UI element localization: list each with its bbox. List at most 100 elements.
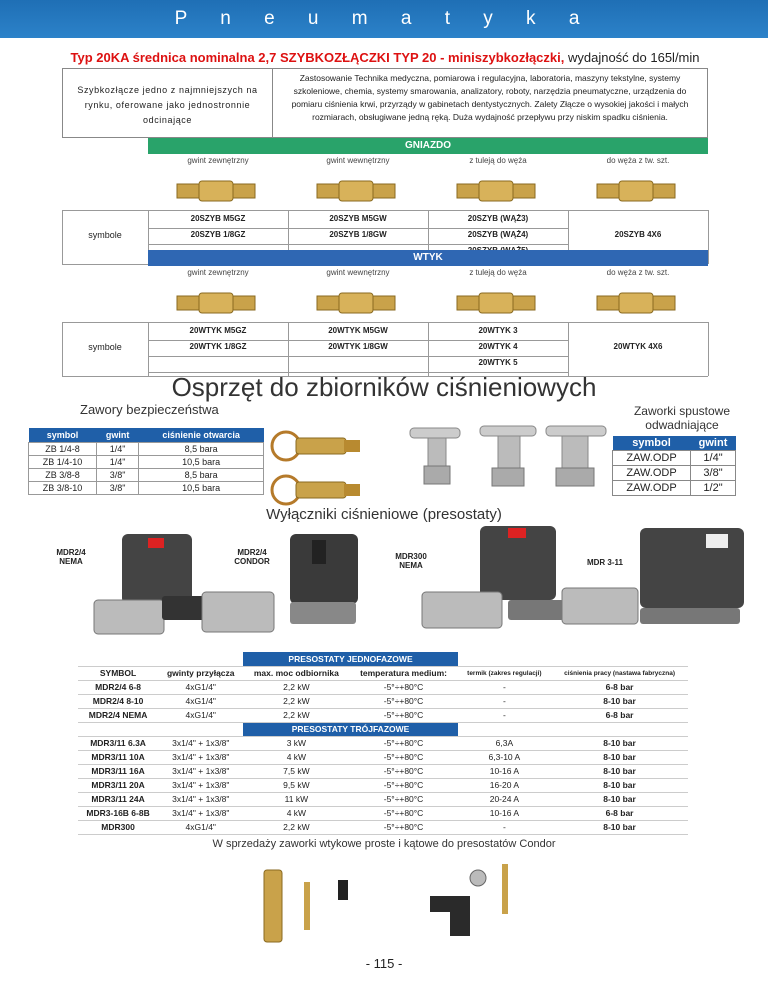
row-divider <box>62 376 708 377</box>
presostaty-title: Wyłączniki ciśnieniowe (presostaty) <box>266 506 502 523</box>
table-cell: 4xG1/4" <box>158 820 244 835</box>
table-cell: -5°÷+80°C <box>349 764 458 779</box>
safety-valve-icon <box>270 430 360 506</box>
col-divider <box>288 322 289 376</box>
col-divider <box>62 322 63 376</box>
col-divider <box>288 210 289 264</box>
column-header: ciśnienie otwarcia <box>138 428 264 443</box>
pressure-switch-icon <box>201 534 358 633</box>
table-cell: 8-10 bar <box>551 694 688 709</box>
symbol-cell: 20WTYK 1/8GW <box>328 342 388 351</box>
table-cell: -5°÷+80°C <box>349 778 458 793</box>
table-cell: -5°÷+80°C <box>349 736 458 751</box>
brass-fitting-icon <box>176 180 256 202</box>
table-cell: 4xG1/4" <box>158 694 244 709</box>
table-cell: -5°÷+80°C <box>349 694 458 709</box>
col-divider <box>708 322 709 376</box>
label-mdr24-nema: MDR2/4 NEMA <box>56 548 86 566</box>
table-cell: - <box>457 708 552 723</box>
zaworki-title-line1: Zaworki spustowe <box>633 404 731 418</box>
table-cell: 3/8" <box>96 468 140 482</box>
pressure-switch-icon <box>561 528 744 625</box>
column-header: gwinty przyłącza <box>158 666 244 681</box>
column-header: gwint wewnętrzny <box>326 268 390 277</box>
table-cell: 9,5 kW <box>243 778 350 793</box>
label-mdr24-condor: MDR2/4 CONDOR <box>234 548 270 566</box>
symbol-cell: 20WTYK 4 <box>478 342 518 351</box>
table-cell: -5°÷+80°C <box>349 792 458 807</box>
zaworki-title: Zaworki spustowe odwadniające <box>620 404 744 432</box>
pressure-switch-icon <box>421 526 564 629</box>
spacer-cell <box>158 722 244 737</box>
spacer-cell <box>551 652 688 667</box>
table-cell: ZAW.ODP <box>611 480 692 496</box>
table-cell: -5°÷+80°C <box>349 806 458 821</box>
column-header: symbol <box>28 428 97 443</box>
table-cell: -5°÷+80°C <box>349 708 458 723</box>
table-cell: ZB 3/8-10 <box>27 481 98 495</box>
table-cell: 6-8 bar <box>551 680 688 695</box>
section-header: PRESOSTATY JEDNOFAZOWE <box>243 652 458 667</box>
table-cell: 8,5 bara <box>138 442 264 456</box>
table-cell: 8-10 bar <box>551 750 688 765</box>
col-divider <box>568 210 569 264</box>
col-divider <box>568 322 569 376</box>
table-cell: 3x1/4" + 1x3/8" <box>158 764 244 779</box>
table-cell: 1/4" <box>96 455 140 469</box>
symbol-cell: 20WTYK 5 <box>478 358 518 367</box>
column-header: max. moc odbiornika <box>243 666 350 681</box>
table-cell: 2,2 kW <box>243 820 350 835</box>
pressure-switch-icon <box>93 534 212 635</box>
table-cell: 4xG1/4" <box>158 708 244 723</box>
table-cell: MDR3/11 10A <box>78 750 159 765</box>
symbol-cell: 20WTYK M5GZ <box>189 326 247 335</box>
table-cell: 3x1/4" + 1x3/8" <box>158 736 244 751</box>
table-cell: 7,5 kW <box>243 764 350 779</box>
symbol-cell: 20SZYB (WĄŻ4) <box>467 230 529 239</box>
table-cell: 4 kW <box>243 806 350 821</box>
table-cell: - <box>457 680 552 695</box>
row-divider <box>148 340 568 341</box>
table-cell: 4xG1/4" <box>158 680 244 695</box>
table-cell: 20-24 A <box>457 792 552 807</box>
title-red: Typ 20KA średnica nominalna 2,7 SZYBKOZŁ… <box>70 50 565 65</box>
table-cell: 2,2 kW <box>243 694 350 709</box>
table-cell: 3x1/4" + 1x3/8" <box>158 750 244 765</box>
row-divider <box>148 372 568 373</box>
col-divider <box>708 210 709 264</box>
plug-valve-icon <box>263 864 508 943</box>
symbol-cell: 20SZYB 1/8GZ <box>190 230 246 239</box>
table-cell: 10-16 A <box>457 806 552 821</box>
symbol-cell: 20SZYB M5GZ <box>190 214 246 223</box>
page-header: P n e u m a t y k a <box>0 0 768 38</box>
col-divider <box>148 210 149 264</box>
table-cell: 1/4" <box>96 442 140 456</box>
table-cell: 3x1/4" + 1x3/8" <box>158 778 244 793</box>
col-divider <box>148 322 149 376</box>
table-cell: 4 kW <box>243 750 350 765</box>
footer-note: W sprzedaży zaworki wtykowe proste i kąt… <box>212 838 556 850</box>
table-cell: 8-10 bar <box>551 792 688 807</box>
column-header: temperatura medium: <box>349 666 458 681</box>
table-cell: 6,3A <box>457 736 552 751</box>
zawory-title: Zawory bezpieczeństwa <box>80 402 219 417</box>
section-row: PRESOSTATY TRÓJFAZOWE <box>78 722 688 737</box>
symbol-cell: 20WTYK 3 <box>478 326 518 335</box>
table-cell: MDR2/4 6-8 <box>78 680 159 695</box>
table-cell: MDR3/11 20A <box>78 778 159 793</box>
